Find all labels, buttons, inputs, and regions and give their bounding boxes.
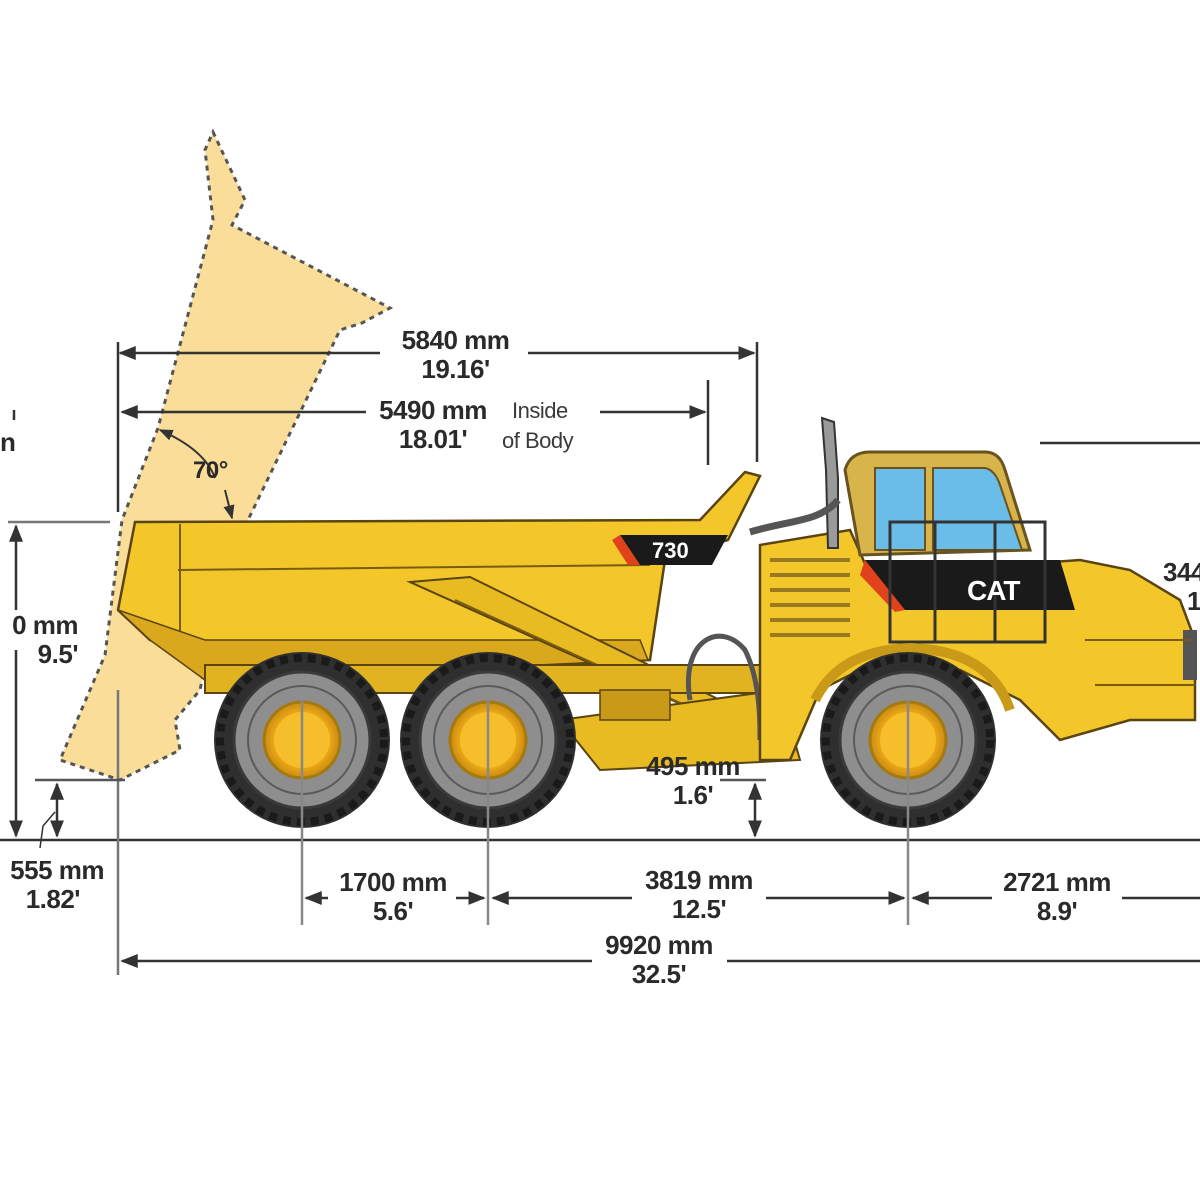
inside-body-note: Inside of Body [502, 396, 574, 456]
overall-length-imperial: 32.5' [631, 959, 687, 989]
overall-body-length-metric: 5840 mm [401, 325, 510, 355]
body-height-metric: 0 mm [12, 610, 78, 640]
front-overhang-imperial: 8.9' [1036, 896, 1078, 926]
rear-axle-spacing-imperial: 5.6' [372, 896, 414, 926]
dump-clearance-label: 555 mm 1.82' [0, 856, 104, 914]
inside-body-length-metric: 5490 mm [379, 395, 487, 425]
front-overhang-label: 2721 mm 8.9' [994, 868, 1120, 926]
overall-length-metric: 9920 mm [605, 930, 713, 960]
body-height-imperial: 9.5' [37, 639, 79, 669]
cat-logo: CAT [967, 575, 1020, 606]
overall-body-length-label: 5840 mm 19.16' [388, 326, 523, 384]
inside-body-note-line2: of Body [502, 428, 574, 453]
overall-length-label: 9920 mm 32.5' [594, 931, 724, 989]
tractor-unit [748, 416, 1197, 762]
wheelbase-imperial: 12.5' [671, 894, 727, 924]
wheelbase-label: 3819 mm 12.5' [634, 866, 764, 924]
body-height-label: 0 mm 9.5' [0, 611, 78, 669]
front-overhang-metric: 2721 mm [1003, 867, 1111, 897]
cab-height-imperial: 1 [1187, 586, 1200, 616]
ground-clearance-metric: 495 mm [646, 751, 740, 781]
rear-axle-spacing-metric: 1700 mm [339, 867, 447, 897]
overall-body-length-imperial: 19.16' [421, 354, 490, 384]
dimension-lines [8, 342, 1200, 975]
model-badge: 730 [652, 538, 689, 563]
cab-height-metric: 344 [1163, 557, 1200, 587]
dump-clearance-imperial: 1.82' [25, 884, 81, 914]
ground-clearance-label: 495 mm 1.6' [638, 752, 748, 810]
dump-clearance-metric: 555 mm [10, 855, 104, 885]
dump-height-partial-label: n [0, 427, 16, 457]
inside-body-note-line1: Inside [512, 398, 568, 423]
inside-body-length-label: 5490 mm 18.01' [368, 396, 498, 454]
wheelbase-metric: 3819 mm [645, 865, 753, 895]
rear-axle-spacing-label: 1700 mm 5.6' [330, 868, 456, 926]
ground-clearance-imperial: 1.6' [672, 780, 714, 810]
inside-body-length-imperial: 18.01' [398, 424, 468, 454]
cab-height-label: 344 1 [1163, 558, 1200, 616]
dump-angle-label: 70° [193, 457, 228, 484]
